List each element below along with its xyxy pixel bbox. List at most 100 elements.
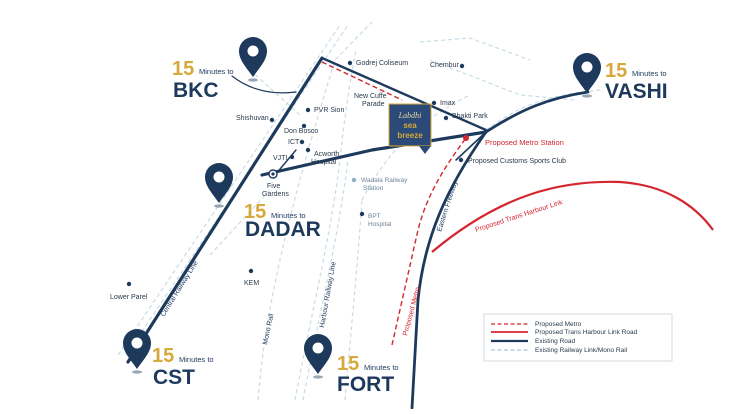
legend-label-proposed-metro: Proposed Metro (535, 321, 582, 328)
location-pin-icon (205, 163, 233, 203)
legend-label-trans-harbour: Proposed Trans Harbour Link Road (535, 329, 638, 336)
brand-line-3: breeze (397, 131, 423, 140)
location-pin-icon (123, 329, 151, 369)
shishuvan-dot (269, 117, 275, 123)
existing-roads (126, 56, 590, 410)
bkc-minutes-label: Minutes to (199, 67, 234, 76)
dadar-rail-track (209, 189, 271, 256)
new-cuffe-label-2: Parade (362, 101, 385, 108)
pin-dadar (205, 163, 233, 208)
cst-minutes-label: Minutes to (179, 355, 214, 364)
ict-label: ICT (288, 139, 300, 146)
central-railway-label: Central Railway Line (160, 260, 200, 318)
don-bosco-label: Don Bosco (284, 128, 318, 135)
bhakti-park-dot (443, 115, 449, 121)
bkc-connector (231, 75, 297, 94)
chembur-track-b (419, 37, 531, 61)
legend-label-existing-road: Existing Road (535, 338, 575, 345)
central-railway-track-a (117, 24, 341, 356)
sion-panvel-road (260, 130, 488, 177)
upper-link-road (320, 56, 488, 132)
fort-number: 15 (337, 353, 359, 375)
dadar-number: 15 (244, 201, 266, 223)
vashi-approach-road (484, 90, 590, 134)
location-pin-icon (239, 37, 267, 77)
legend: Proposed Metro Proposed Trans Harbour Li… (483, 313, 673, 362)
pin-hole (247, 45, 259, 57)
location-pin-icon (304, 334, 332, 374)
bpt-label-2: Hospital (368, 221, 392, 228)
lower-parel-dot (126, 281, 132, 287)
new-cuffe-label-1: New Cuffe (354, 93, 387, 100)
fort-name: FORT (337, 373, 394, 396)
metro-station-dot (463, 135, 469, 141)
pin-hole (581, 61, 593, 73)
brand-line-1: Labdhi (398, 111, 422, 120)
five-gardens-road (274, 149, 297, 176)
wadala-label-2: Station (363, 185, 384, 192)
proposed-metro-line (321, 61, 467, 346)
bkc-name: BKC (173, 79, 219, 102)
pvr-sion-dot (305, 107, 311, 113)
chembur-label: Chembur (430, 62, 459, 69)
brand-line-2: sea (403, 121, 417, 130)
dadar-name: DADAR (245, 218, 321, 241)
wadala-label-1: Wadala Railway (361, 177, 408, 184)
harbour-railway-label: Harbour Railway Line (319, 261, 338, 328)
kem-label: KEM (244, 280, 259, 287)
legend-box (483, 313, 673, 362)
pin-bkc (239, 37, 267, 82)
chembur-dot (459, 63, 465, 69)
pin-cst (123, 329, 151, 374)
proposed-metro-station-label: Proposed Metro Station (485, 138, 564, 147)
proposed-customs-label: Proposed Customs Sports Club (468, 158, 566, 165)
mono-rail-label: Mono Rail (262, 313, 275, 346)
pin-fort (304, 334, 332, 379)
pin-hole (131, 337, 143, 349)
acworth-label-2: Hospital (311, 159, 337, 166)
vashi-name: VASHI (605, 80, 668, 103)
customs-dot (458, 157, 464, 163)
bhakti-park-label: Bhakti Park (452, 113, 488, 120)
pin-hole (213, 171, 225, 183)
shishuvan-label: Shishuvan (236, 115, 269, 122)
harbour-railway-track-a (294, 49, 357, 401)
acworth-dot (305, 147, 311, 153)
ict-dot (299, 139, 305, 145)
wadala-dot (351, 177, 357, 183)
proposed-metro-label: Proposed Metro (402, 286, 422, 336)
pin-shadow (132, 370, 142, 374)
mono-rail-track (257, 21, 373, 401)
vashi-number: 15 (605, 60, 627, 82)
cst-number: 15 (152, 345, 174, 367)
destination-bkc: 15 Minutes to BKC (172, 58, 234, 102)
bpt-label-1: BPT (368, 213, 381, 220)
lower-parel-label: Lower Parel (110, 294, 148, 301)
customs-road (455, 131, 487, 161)
trans-harbour-link (431, 180, 714, 253)
destination-cst: 15 Minutes to CST (152, 345, 214, 389)
godrej-dot (347, 60, 353, 66)
pvr-sion-label: PVR Sion (314, 107, 344, 114)
pin-hole (312, 342, 324, 354)
destination-fort: 15 Minutes to FORT (337, 353, 399, 396)
project-badge-tile (388, 103, 432, 147)
pin-shadow (214, 204, 224, 208)
project-badge-pointer (419, 146, 431, 154)
bpt-dot (359, 211, 365, 217)
cst-name: CST (153, 366, 195, 389)
godrej-label: Godrej Coliseum (356, 60, 408, 67)
don-bosco-dot (301, 123, 307, 129)
vjti-label: VJTI (273, 155, 287, 162)
pin-vashi (573, 53, 601, 98)
harbour-railway-track-b (302, 159, 349, 401)
five-gardens-marker-core (271, 172, 275, 176)
imax-label: Imax (440, 100, 456, 107)
dadar-minutes-label: Minutes to (271, 211, 306, 220)
destination-dadar: 15 Minutes to DADAR (244, 201, 321, 241)
harbour-railway-track-c (344, 199, 363, 401)
fort-minutes-label: Minutes to (364, 363, 399, 372)
landmarks: Godrej Coliseum Chembur New Cuffe Parade… (110, 60, 566, 301)
